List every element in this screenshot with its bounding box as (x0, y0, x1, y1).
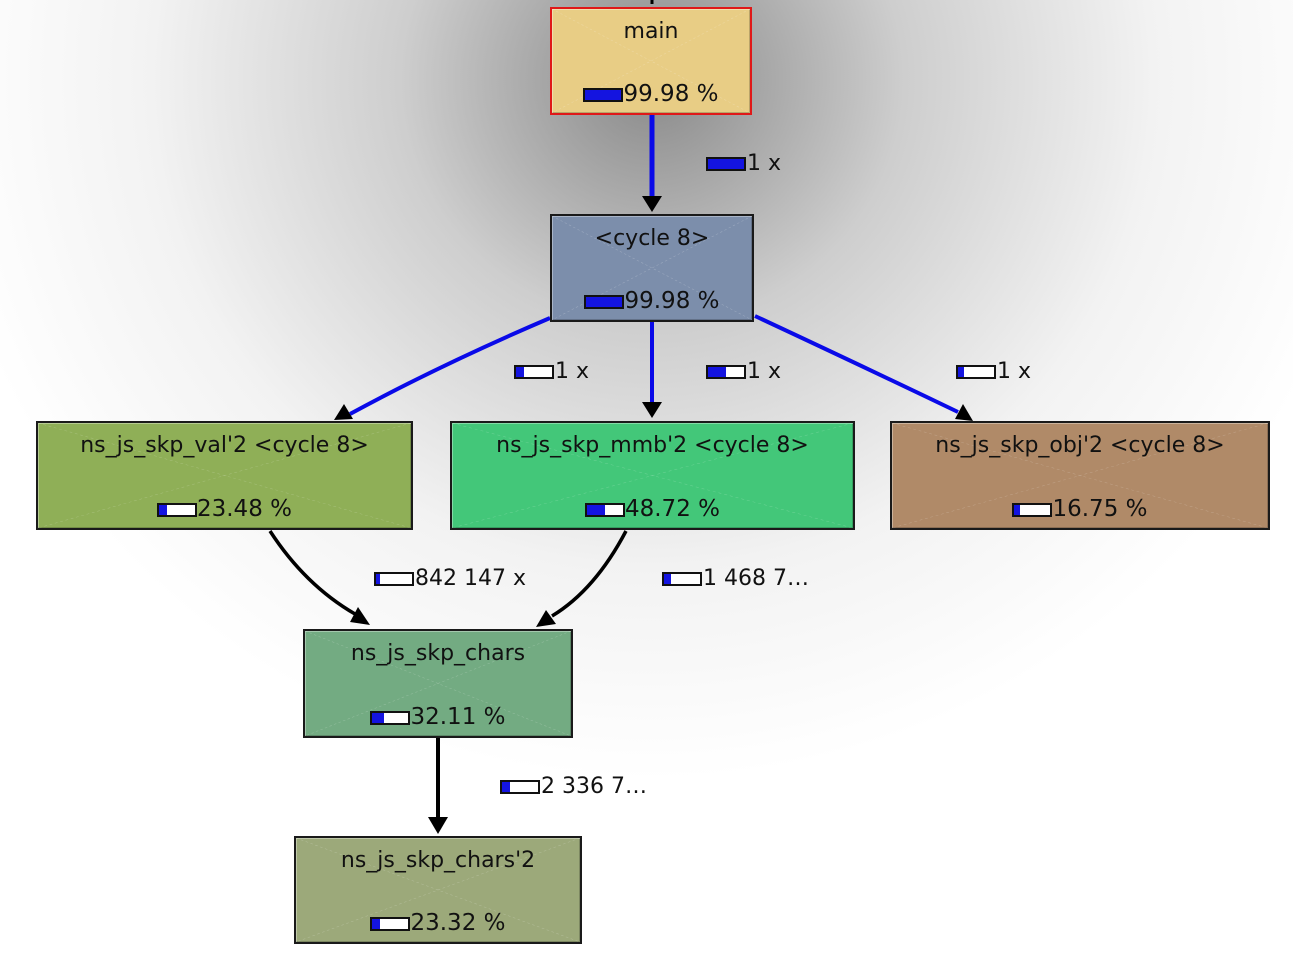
arrowhead-cycle-val (334, 404, 353, 420)
node-cost: 23.48 % (38, 496, 411, 522)
edge-cycle-obj[interactable] (754, 314, 959, 414)
edge-label-mmb-chars[interactable]: 1 468 7… (662, 566, 809, 592)
cost-value: 16.75 % (1052, 496, 1148, 522)
node-name: ns_js_skp_obj'2 <cycle 8> (935, 433, 1225, 458)
cost-bar (583, 88, 624, 102)
call-count: 842 147 x (415, 566, 526, 591)
call-bar (662, 572, 702, 586)
node-name: ns_js_skp_chars (350, 641, 526, 666)
node-decoration (892, 423, 1268, 528)
cost-bar (370, 917, 411, 931)
node-decoration (305, 631, 571, 736)
cost-value: 32.11 % (410, 704, 506, 730)
node-main[interactable]: main 99.98 % (550, 7, 752, 115)
arrowhead-chars-chars2 (428, 817, 448, 834)
cost-bar (1012, 503, 1053, 517)
edge-label-main-cycle[interactable]: 1 x (706, 151, 781, 177)
node-ns-js-skp-obj2[interactable]: ns_js_skp_obj'2 <cycle 8> 16.75 % (890, 421, 1270, 530)
cost-value: 99.98 % (623, 81, 719, 107)
arrowhead-cycle-mmb (642, 402, 662, 418)
call-bar (374, 572, 414, 586)
call-bar (956, 365, 996, 379)
node-decoration (38, 423, 411, 528)
cost-bar (156, 503, 197, 517)
node-name: ns_js_skp_chars'2 (340, 848, 536, 873)
cost-value: 23.48 % (196, 496, 292, 522)
node-ns-js-skp-chars[interactable]: ns_js_skp_chars 32.11 % (303, 629, 573, 738)
call-count: 1 x (997, 359, 1032, 384)
edge-label-cycle-mmb[interactable]: 1 x (706, 359, 781, 385)
arrowhead-main-cycle (642, 196, 662, 212)
arrowhead-mmb-chars (536, 610, 556, 627)
node-name: <cycle 8> (594, 226, 710, 251)
arrowhead-cycle-obj (955, 404, 973, 421)
node-name: ns_js_skp_val'2 <cycle 8> (80, 433, 369, 458)
arrowhead-val-chars (350, 607, 370, 625)
node-name: main (623, 19, 679, 44)
cost-bar (584, 503, 625, 517)
node-cost: 16.75 % (892, 496, 1268, 522)
node-ns-js-skp-chars2[interactable]: ns_js_skp_chars'2 23.32 % (294, 836, 582, 944)
edge-val-chars[interactable] (268, 530, 356, 616)
call-count: 1 468 7… (703, 566, 809, 591)
node-cost: 48.72 % (452, 496, 853, 522)
node-name: ns_js_skp_mmb'2 <cycle 8> (496, 433, 809, 458)
node-cost: 23.32 % (296, 910, 580, 936)
call-bar (706, 365, 746, 379)
call-count: 2 336 7… (541, 774, 647, 799)
edge-label-val-chars[interactable]: 842 147 x (374, 566, 526, 592)
call-count: 1 x (747, 151, 782, 176)
node-decoration (452, 423, 853, 528)
call-count: 1 x (555, 359, 590, 384)
node-cost: 99.98 % (552, 81, 750, 107)
edge-label-cycle-obj[interactable]: 1 x (956, 359, 1031, 385)
node-cost: 99.98 % (552, 288, 752, 314)
node-cycle-8[interactable]: <cycle 8> 99.98 % (550, 214, 754, 322)
node-ns-js-skp-val2[interactable]: ns_js_skp_val'2 <cycle 8> 23.48 % (36, 421, 413, 530)
call-count: 1 x (747, 359, 782, 384)
edge-label-chars-chars2[interactable]: 2 336 7… (500, 774, 647, 800)
node-ns-js-skp-mmb2[interactable]: ns_js_skp_mmb'2 <cycle 8> 48.72 % (450, 421, 855, 530)
node-decoration (296, 838, 580, 942)
edge-label-cycle-val[interactable]: 1 x (514, 359, 589, 385)
cost-value: 23.32 % (410, 910, 506, 936)
cost-value: 48.72 % (624, 496, 720, 522)
cost-bar (370, 711, 411, 725)
edge-mmb-chars[interactable] (551, 530, 628, 618)
cost-value: 99.98 % (624, 288, 720, 314)
call-bar (706, 157, 746, 171)
call-bar (514, 365, 554, 379)
edge-cycle-val[interactable] (349, 316, 551, 416)
call-bar (500, 780, 540, 794)
node-cost: 32.11 % (305, 704, 571, 730)
cost-bar (584, 295, 625, 309)
